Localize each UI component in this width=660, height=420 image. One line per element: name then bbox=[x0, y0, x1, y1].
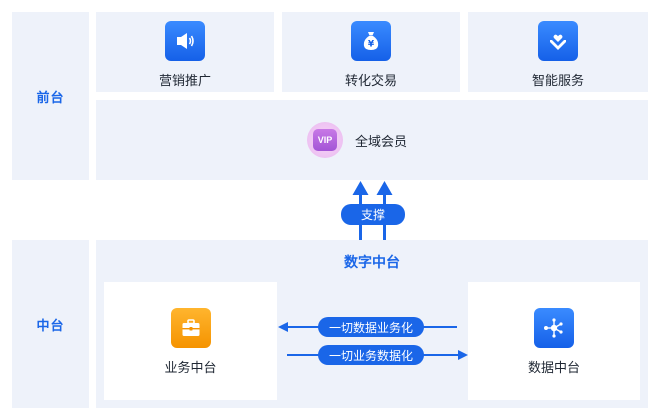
member-panel[interactable] bbox=[96, 100, 648, 180]
data-center-label: 数据中台 bbox=[527, 360, 580, 375]
flow-to-data-pill: 一切业务数据化 bbox=[318, 345, 424, 365]
heart-hand-icon bbox=[538, 21, 578, 61]
vip-badge: VIP bbox=[313, 129, 337, 151]
briefcase-icon bbox=[170, 308, 211, 348]
svg-text:¥: ¥ bbox=[368, 40, 375, 50]
front-side-panel bbox=[12, 12, 89, 180]
support-pill: 支撑 bbox=[341, 204, 405, 225]
network-nodes-icon bbox=[534, 308, 574, 348]
business-center-label: 业务中台 bbox=[164, 360, 217, 375]
tile-transaction-label: 转化交易 bbox=[344, 73, 397, 88]
data-center-content: 数据中台 bbox=[468, 308, 640, 376]
member-row: VIP 全域会员 bbox=[307, 122, 407, 158]
middle-side-panel bbox=[12, 240, 89, 408]
digital-center-title: 数字中台 bbox=[344, 254, 400, 270]
vip-icon: VIP bbox=[307, 122, 343, 158]
tile-service-content: 智能服务 bbox=[468, 21, 648, 89]
tile-transaction-content: ¥ 转化交易 bbox=[282, 21, 460, 89]
speaker-icon bbox=[165, 21, 205, 61]
middle-side-label: 中台 bbox=[36, 317, 65, 333]
tile-marketing-label: 营销推广 bbox=[158, 73, 211, 88]
tile-service-label: 智能服务 bbox=[531, 73, 584, 88]
business-center-content: 业务中台 bbox=[104, 308, 277, 376]
tile-marketing-content: 营销推广 bbox=[96, 21, 274, 89]
money-bag-icon: ¥ bbox=[351, 21, 391, 61]
front-side-label: 前台 bbox=[36, 89, 65, 105]
flow-to-business-pill: 一切数据业务化 bbox=[318, 317, 424, 337]
member-label: 全域会员 bbox=[355, 133, 408, 149]
